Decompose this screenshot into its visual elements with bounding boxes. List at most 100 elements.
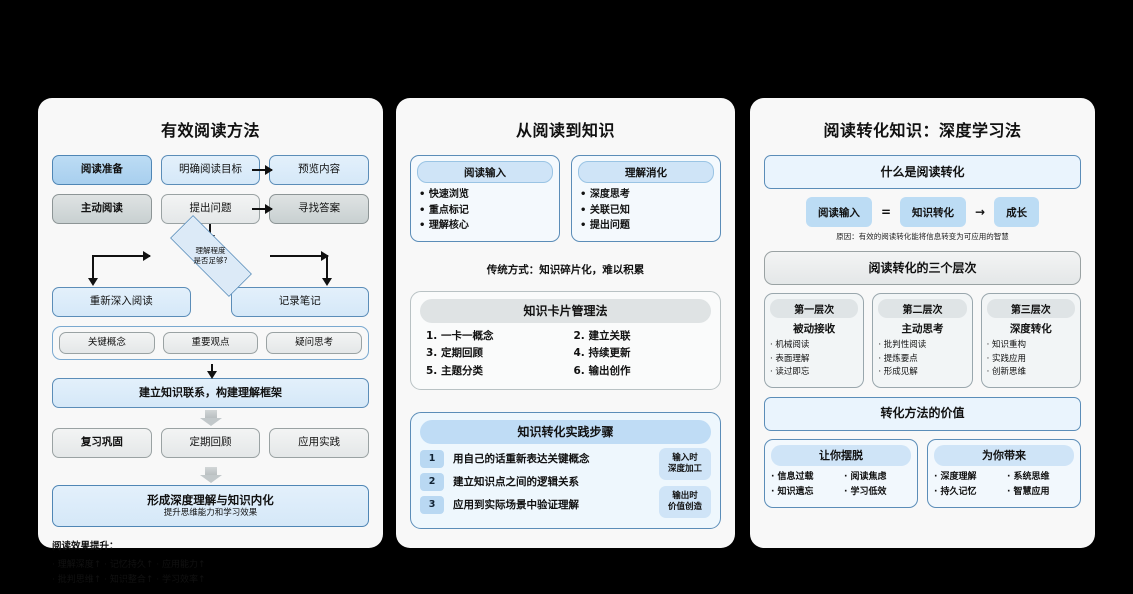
arrow-question-to-answer bbox=[252, 204, 273, 214]
panel3-equation: 阅读输入 = 知识转化 → 成长 bbox=[764, 197, 1081, 227]
step-text: 用自己的话重新表达关键概念 bbox=[453, 453, 590, 466]
card-reading-input: 阅读输入 • 快速浏览 • 重点标记 • 理解核心 bbox=[410, 155, 560, 242]
node-preview[interactable]: 预览内容 bbox=[269, 155, 370, 185]
list-item: • 快速浏览 bbox=[419, 189, 469, 200]
panel1-title: 有效阅读方法 bbox=[160, 121, 260, 140]
benefits-header: 为你带来 bbox=[934, 444, 1074, 466]
panel1-decision-wrap: 理解程度 是否足够? bbox=[52, 215, 369, 297]
node-active-reading[interactable]: 主动阅读 bbox=[52, 194, 152, 224]
badge-line2: 深度加工 bbox=[667, 463, 702, 474]
panel1-concept-group: 关键概念 重要观点 疑问思考 bbox=[52, 326, 369, 360]
node-value-title[interactable]: 转化方法的价值 bbox=[764, 396, 1081, 431]
node-question-thinking[interactable]: 疑问思考 bbox=[266, 332, 363, 354]
list-item: · 持久记忆 bbox=[934, 487, 977, 498]
step-number: 1 bbox=[420, 449, 444, 468]
tier2-list: · 批判性阅读 · 提炼要点 · 形成见解 bbox=[878, 339, 966, 380]
list-item[interactable]: 2 建立知识点之间的逻辑关系 bbox=[420, 472, 711, 491]
node-final-internalize[interactable]: 形成深度理解与知识内化 提升思维能力和学习效果 bbox=[52, 485, 369, 527]
card-comprehension-list: • 深度思考 • 关联已知 • 提出问题 bbox=[578, 187, 714, 234]
node-key-viewpoint[interactable]: 重要观点 bbox=[162, 332, 259, 354]
step-number: 3 bbox=[420, 495, 444, 514]
escape-header: 让你摆脱 bbox=[771, 444, 911, 466]
card-comprehension: 理解消化 • 深度思考 • 关联已知 • 提出问题 bbox=[571, 155, 721, 242]
eq-operator-equals: = bbox=[880, 205, 891, 219]
node-review-consolidate[interactable]: 复习巩固 bbox=[52, 428, 152, 458]
node-key-concept[interactable]: 关键概念 bbox=[59, 332, 155, 354]
branch-left-line bbox=[92, 251, 151, 261]
tier3-header: 第三层次 bbox=[986, 299, 1075, 318]
value-box-escape: 让你摆脱 · 信息过载 · 阅读焦虑 · 知识遗忘 · 学习低效 bbox=[764, 438, 918, 508]
list-item: · 形成见解 bbox=[878, 367, 918, 378]
list-item: 4. 持续更新 bbox=[573, 347, 631, 360]
branch-spacer bbox=[200, 287, 222, 317]
panel3-tiers: 第一层次 被动接收 · 机械阅读 · 表面理解 · 读过即忘 第二层次 主动思考… bbox=[764, 293, 1081, 388]
node-reading-prep[interactable]: 阅读准备 bbox=[52, 155, 152, 185]
tier2-sub: 主动思考 bbox=[901, 323, 944, 335]
tier3-sub: 深度转化 bbox=[1009, 323, 1052, 335]
card-method-header: 知识卡片管理法 bbox=[420, 298, 711, 323]
eq-chip-reading-input[interactable]: 阅读输入 bbox=[805, 197, 872, 227]
list-item: 3. 定期回顾 bbox=[426, 347, 483, 360]
decision-understanding[interactable]: 理解程度 是否足够? bbox=[152, 215, 270, 297]
list-item: 6. 输出创作 bbox=[573, 365, 631, 377]
list-item: 1. 一卡一概念 bbox=[426, 329, 494, 342]
node-periodic-review[interactable]: 定期回顾 bbox=[160, 428, 261, 458]
node-build-knowledge-link[interactable]: 建立知识联系，构建理解框架 bbox=[52, 378, 369, 408]
list-item: 5. 主题分类 bbox=[426, 365, 483, 377]
tier-level-1: 第一层次 被动接收 · 机械阅读 · 表面理解 · 读过即忘 bbox=[764, 293, 865, 388]
panel3-title: 阅读转化知识：深度学习法 bbox=[823, 121, 1022, 140]
tier1-list: · 机械阅读 · 表面理解 · 读过即忘 bbox=[770, 339, 858, 380]
escape-list: · 信息过载 · 阅读焦虑 · 知识遗忘 · 学习低效 bbox=[771, 470, 911, 500]
node-clear-goal[interactable]: 明确阅读目标 bbox=[160, 155, 261, 185]
panel1-row2: 主动阅读 提出问题 寻找答案 bbox=[52, 194, 370, 243]
node-take-notes[interactable]: 记录笔记 bbox=[230, 287, 369, 317]
node-ask-question[interactable]: 提出问题 bbox=[160, 194, 261, 224]
node-what-is-conversion[interactable]: 什么是阅读转化 bbox=[764, 155, 1081, 189]
node-three-levels-title[interactable]: 阅读转化的三个层次 bbox=[764, 251, 1081, 285]
panel-reading-to-knowledge: 从阅读到知识 阅读输入 • 快速浏览 • 重点标记 • 理解核心 理解消化 • … bbox=[396, 98, 735, 548]
tier2-header: 第二层次 bbox=[878, 299, 967, 318]
badge-output-value[interactable]: 输出时 价值创造 bbox=[659, 485, 711, 518]
branch-left-down bbox=[88, 255, 98, 286]
list-item: · 信息过载 bbox=[771, 471, 814, 482]
list-item: · 读过即忘 bbox=[770, 367, 810, 378]
node-apply-practice[interactable]: 应用实践 bbox=[269, 428, 370, 458]
list-item: · 实践应用 bbox=[986, 353, 1027, 364]
section-practice-steps: 知识转化实践步骤 1 用自己的话重新表达关键概念 2 建立知识点之间的逻辑关系 … bbox=[410, 411, 721, 529]
practice-steps: 1 用自己的话重新表达关键概念 2 建立知识点之间的逻辑关系 3 应用到实际场景… bbox=[420, 447, 711, 518]
card-reading-input-header: 阅读输入 bbox=[417, 161, 553, 183]
list-item[interactable]: 1 用自己的话重新表达关键概念 bbox=[420, 449, 711, 468]
practice-header: 知识转化实践步骤 bbox=[420, 419, 711, 444]
list-item: · 知识遗忘 bbox=[771, 487, 814, 498]
branch-right-down bbox=[322, 255, 332, 286]
branch-right-line bbox=[270, 251, 329, 261]
list-item: · 提炼要点 bbox=[878, 353, 918, 364]
list-item: · 学习低效 bbox=[844, 487, 887, 498]
step-text: 应用到实际场景中验证理解 bbox=[453, 499, 579, 512]
list-item[interactable]: 3 应用到实际场景中验证理解 bbox=[420, 495, 711, 514]
arrow-right-icon: → bbox=[975, 205, 986, 219]
decision-line1: 理解程度 bbox=[195, 245, 226, 255]
panel1-footer: 阅读效果提升： · 理解深度↑ · 记忆持久↑ · 应用能力↑ · 批判思维↑ … bbox=[52, 539, 369, 589]
tier1-header: 第一层次 bbox=[770, 299, 859, 318]
eq-chip-knowledge-conversion[interactable]: 知识转化 bbox=[900, 197, 966, 227]
footer-line2: · 批判思维↑ · 知识整合↑ · 学习效率↑ bbox=[52, 575, 206, 586]
list-item: • 提出问题 bbox=[580, 220, 630, 231]
list-item: · 智慧应用 bbox=[1007, 487, 1050, 498]
node-reread-deep[interactable]: 重新深入阅读 bbox=[52, 287, 191, 317]
tier1-sub: 被动接收 bbox=[793, 323, 836, 335]
panel-effective-reading: 有效阅读方法 阅读准备 明确阅读目标 预览内容 主动阅读 提出问题 寻找答案 理… bbox=[38, 98, 383, 585]
final-main: 形成深度理解与知识内化 bbox=[147, 493, 274, 507]
eq-chip-growth[interactable]: 成长 bbox=[994, 197, 1040, 227]
list-item: • 深度思考 bbox=[580, 189, 630, 200]
list-item: · 阅读焦虑 bbox=[844, 471, 887, 482]
arrow-group-to-link bbox=[206, 364, 217, 379]
list-item: · 表面理解 bbox=[770, 353, 810, 364]
panel1-branch-row: 重新深入阅读 记录笔记 bbox=[52, 287, 369, 317]
badge-input-processing[interactable]: 输入时 深度加工 bbox=[659, 447, 711, 480]
list-item: • 重点标记 bbox=[419, 204, 469, 216]
step-text: 建立知识点之间的逻辑关系 bbox=[453, 476, 579, 489]
node-find-answer[interactable]: 寻找答案 bbox=[269, 194, 370, 224]
panel2-traditional-note: 传统方式：知识碎片化，难以积累 bbox=[486, 263, 645, 276]
list-item: · 系统思维 bbox=[1007, 471, 1050, 482]
